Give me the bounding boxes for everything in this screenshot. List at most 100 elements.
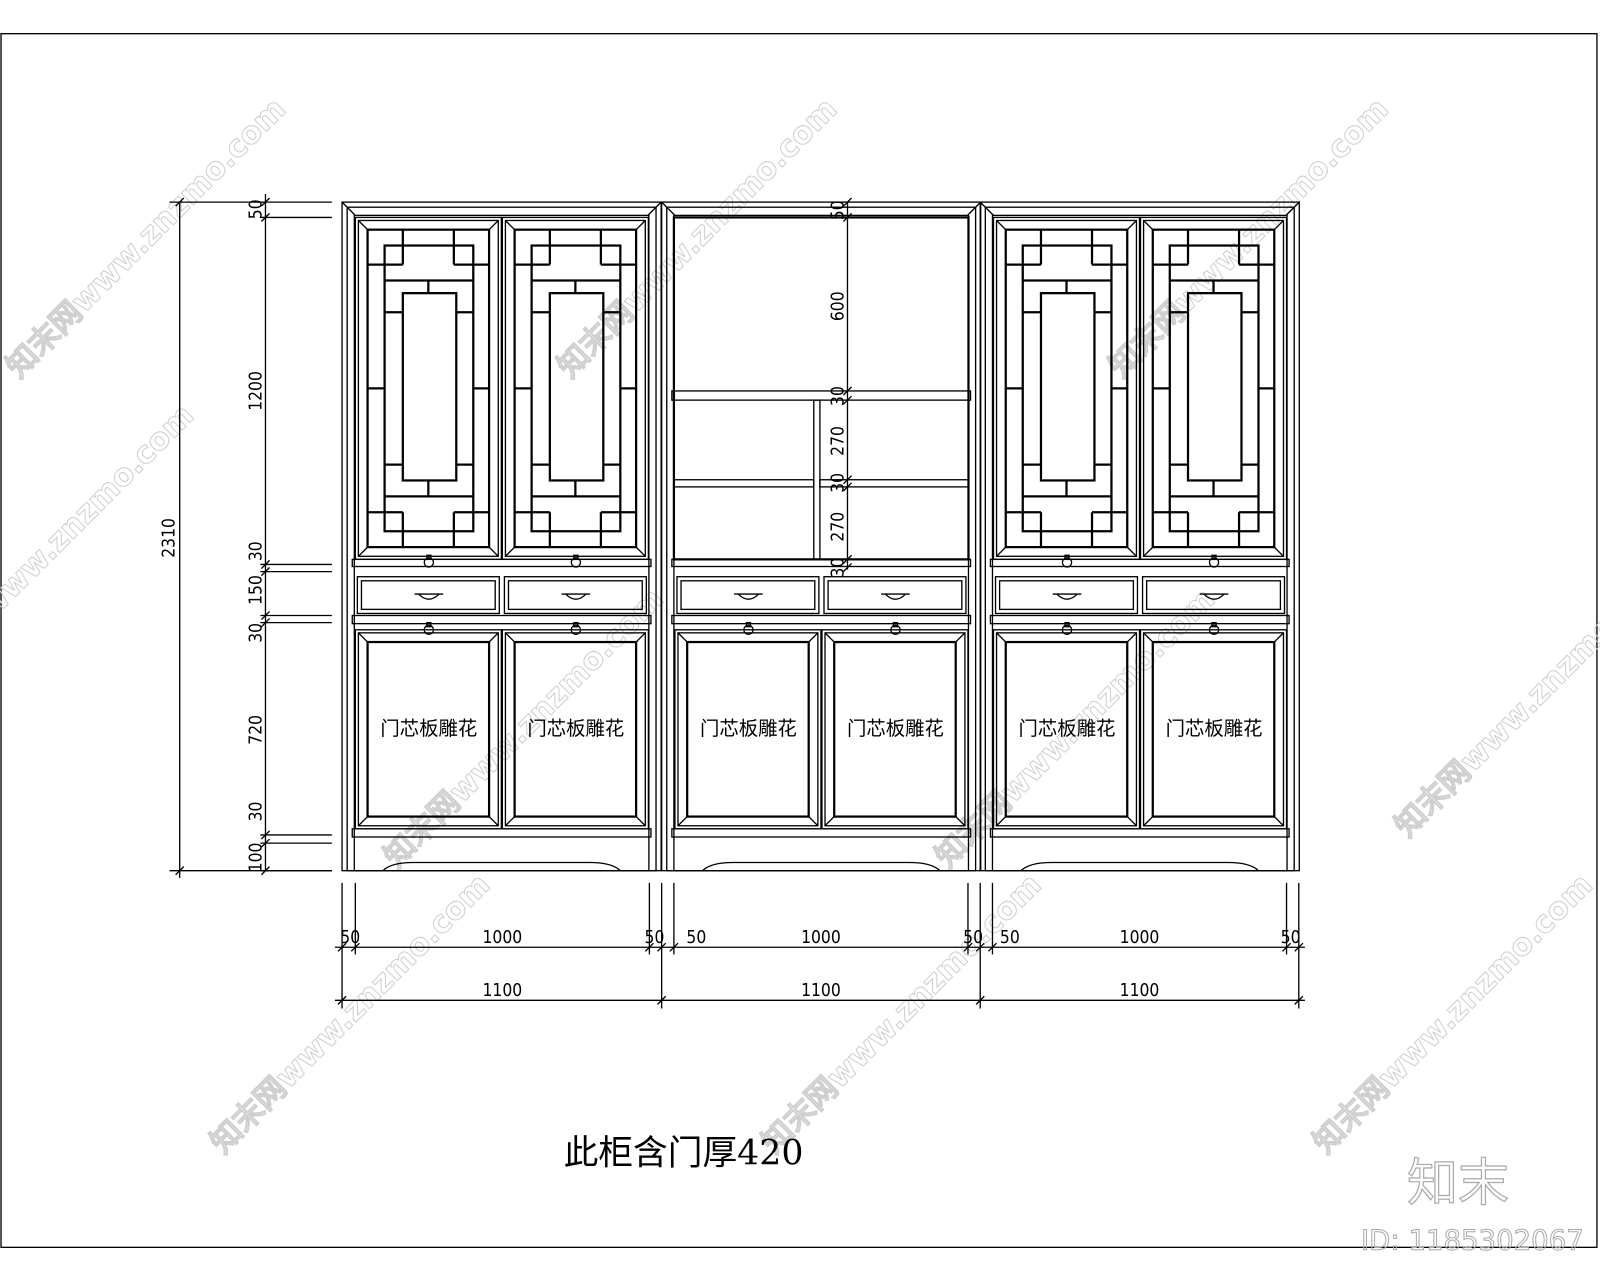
dim-tick (260, 212, 271, 222)
plinth-arch (382, 861, 621, 872)
dim-center-segment: 600 (828, 291, 848, 321)
watermark-text: 知末网www.znzmo.com (204, 868, 497, 1161)
ring-pull-icon (570, 557, 582, 568)
drawer-inner (360, 580, 496, 611)
door-frame (501, 629, 650, 830)
door-frame-inner (995, 632, 1138, 827)
door-frame (354, 629, 503, 830)
door-frame-inner (824, 632, 966, 827)
ring-pull-mount (745, 621, 752, 628)
dim-tick (842, 475, 853, 485)
dim-left-segment: 150 (246, 575, 266, 605)
dim-left-segment: 30 (246, 623, 266, 643)
dim-tick (260, 830, 271, 840)
dim-tick (842, 197, 853, 207)
door-panel (513, 640, 638, 818)
dim-left-segment: 30 (246, 802, 266, 822)
line (357, 632, 369, 643)
line (488, 546, 499, 557)
dim-tick (657, 942, 667, 952)
drawing-border (0, 33, 1598, 1248)
line (1143, 816, 1154, 827)
ring-pull-mount (573, 621, 579, 628)
ring-pull-icon (423, 557, 435, 568)
dim-tick (963, 942, 973, 952)
ring-pull-icon (1061, 557, 1073, 568)
watermark-text: 知末网www.znzmo.com (0, 92, 293, 385)
line (677, 632, 688, 643)
ring-pull-mount (573, 554, 579, 561)
line (1126, 816, 1137, 827)
dim-bottom-width: 50 (963, 928, 983, 948)
drawer (1141, 576, 1286, 615)
ring-pull-icon (1208, 557, 1220, 568)
cabinet-unit-1: 门芯板雕花门芯板雕花 (341, 201, 662, 872)
drawer-inner (507, 580, 643, 611)
dim-tick (842, 562, 853, 573)
plinth-arch (1020, 861, 1259, 872)
line (1126, 546, 1137, 557)
dim-tick (260, 559, 271, 570)
dim-tick (842, 482, 853, 492)
line (996, 546, 1007, 557)
line (996, 632, 1007, 643)
dim-tick (337, 995, 347, 1005)
door-panel (1004, 228, 1129, 549)
panel-carving-label: 门芯板雕花 (1166, 717, 1263, 740)
drawer-handle-icon (1052, 593, 1082, 600)
watermark-text: 知末网www.znzmo.com (755, 868, 1048, 1161)
line (1273, 816, 1284, 827)
line (808, 632, 819, 643)
line (1126, 220, 1137, 231)
line (979, 201, 994, 216)
rail (989, 828, 1290, 838)
ring-pull-mount (1211, 621, 1217, 628)
line (635, 546, 646, 557)
ring-pull-icon (743, 624, 754, 636)
plinth-arch (702, 861, 941, 872)
door-panel (833, 640, 957, 818)
line (1273, 632, 1284, 643)
ring-pull-icon (423, 624, 435, 636)
ring-pull-icon (1061, 624, 1073, 636)
dim-unit-width: 1100 (1120, 981, 1160, 1001)
dim-tick (1294, 942, 1304, 952)
dim-tick (175, 866, 185, 876)
line (357, 816, 369, 827)
logo-text: 知末 (1407, 1154, 1509, 1213)
lattice-center (1039, 292, 1096, 482)
dim-tick (975, 995, 985, 1005)
line (504, 546, 516, 557)
ring-pull-mount (892, 621, 899, 628)
dim-tick (842, 395, 853, 405)
dim-tick (350, 942, 360, 952)
dim-left-segment: 100 (246, 843, 266, 873)
dim-left-segment: 720 (246, 715, 266, 745)
line (966, 201, 982, 216)
line (488, 220, 499, 231)
drawer (823, 576, 967, 615)
open-shelf-frame (672, 216, 970, 561)
dim-bottom-width: 50 (686, 928, 706, 948)
line (504, 220, 516, 231)
dim-left-segment: 50 (246, 199, 266, 219)
logo-watermark: 知末 ID: 1185302067 (1361, 1154, 1585, 1257)
drawing-title: 此柜含门厚420 (564, 1134, 804, 1174)
cabinet-elevation: 门芯板雕花门芯板雕花门芯板雕花门芯板雕花门芯板雕花门芯板雕花 (341, 201, 1300, 872)
door-frame (1139, 629, 1288, 830)
dim-bottom-width: 1000 (801, 928, 841, 948)
drawer-inner (1145, 580, 1282, 611)
rail (989, 614, 1290, 625)
rail (351, 614, 652, 625)
dim-tick (260, 618, 271, 628)
dim-unit-width: 1100 (483, 981, 523, 1001)
line (955, 816, 966, 827)
dim-tick (337, 942, 347, 952)
dim-tick (260, 567, 271, 577)
line (824, 632, 835, 643)
lattice-center (1186, 292, 1243, 482)
door-frame-inner (1142, 219, 1285, 557)
dim-tick (657, 995, 667, 1005)
panel-carving-label: 门芯板雕花 (380, 717, 477, 740)
line (647, 201, 662, 216)
